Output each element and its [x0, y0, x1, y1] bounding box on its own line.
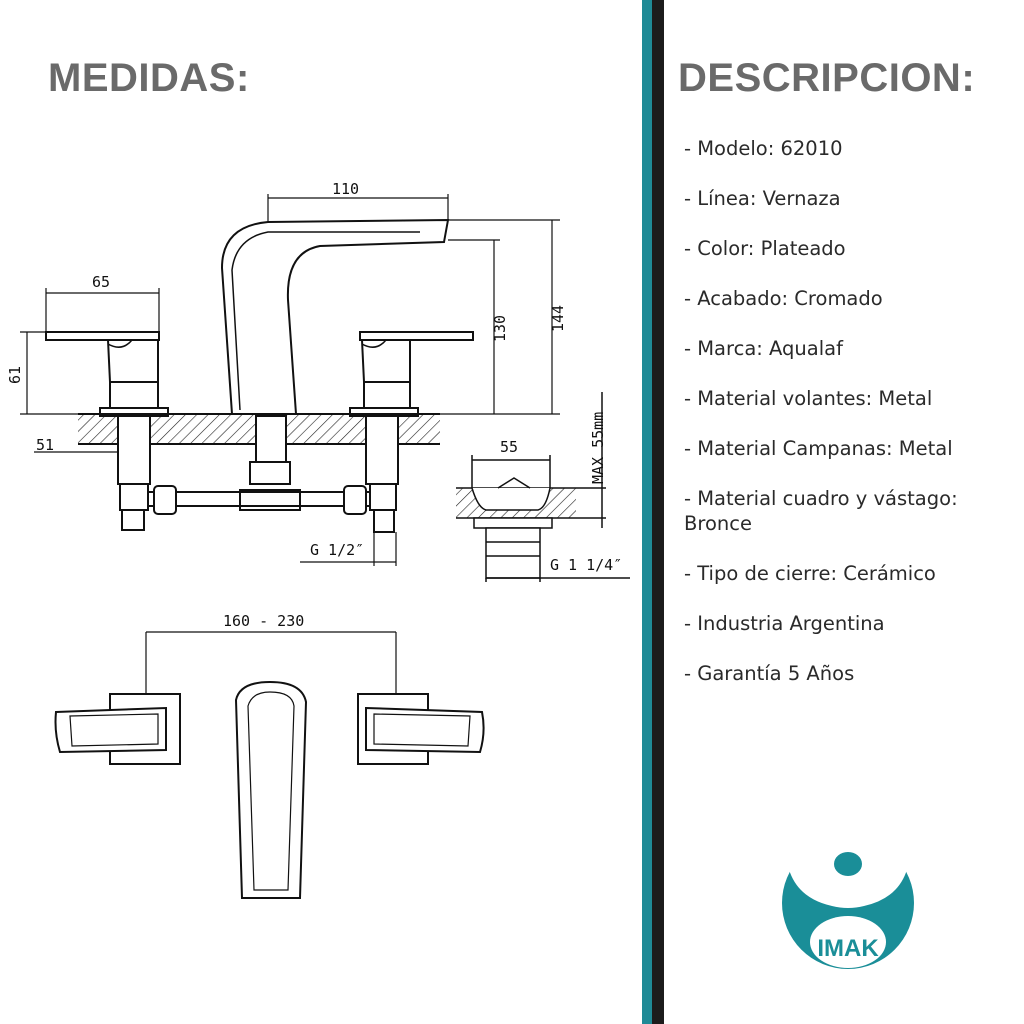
left-handle-lever [45, 331, 160, 341]
technical-drawing: 110 65 61 130 144 51 G 1/2″ 160 - 230 55… [6, 180, 630, 899]
plan-view [54, 680, 485, 899]
spec-item: - Material cuadro y vástago: Bronce [684, 487, 958, 535]
dim-max-55mm: MAX 55mm [589, 412, 607, 484]
dim-144: 144 [549, 305, 567, 332]
right-handle-lever [359, 331, 474, 341]
dim-g-1-1-4: G 1 1/4″ [550, 556, 622, 574]
spec-item: - Garantía 5 Años [684, 662, 855, 685]
imak-logo: IMAK [774, 836, 922, 969]
spout-plan [234, 680, 308, 899]
spec-item: - Marca: Aqualaf [684, 337, 843, 360]
spec-item: - Color: Plateado [684, 237, 846, 260]
deck-section [456, 392, 630, 582]
front-elevation [45, 218, 474, 533]
descripcion-heading: DESCRIPCION: [678, 56, 976, 100]
spec-item: - Acabado: Cromado [684, 287, 883, 310]
dim-51: 51 [36, 436, 54, 454]
dimension-lines [20, 194, 560, 730]
spec-item: - Material Campanas: Metal [684, 437, 953, 460]
dim-110: 110 [332, 180, 359, 198]
divider-dark [652, 0, 664, 1024]
dim-61: 61 [6, 366, 24, 384]
spout-body [220, 218, 450, 415]
medidas-heading: MEDIDAS: [48, 56, 250, 100]
spec-item: - Material volantes: Metal [684, 387, 933, 410]
spec-item: - Modelo: 62010 [684, 137, 843, 160]
spec-item: - Línea: Vernaza [684, 187, 841, 210]
divider-teal [642, 0, 652, 1024]
dimension-labels: 110 65 61 130 144 51 G 1/2″ 160 - 230 [6, 180, 567, 630]
spec-item: - Industria Argentina [684, 612, 885, 635]
dim-55: 55 [500, 438, 518, 456]
logo-text: IMAK [817, 935, 879, 962]
description-list: - Modelo: 62010 - Línea: Vernaza - Color: … [684, 136, 1004, 711]
dim-130: 130 [491, 315, 509, 342]
dim-65: 65 [92, 273, 110, 291]
dim-spread: 160 - 230 [223, 612, 304, 630]
dim-g-half: G 1/2″ [310, 541, 364, 559]
spec-item: - Tipo de cierre: Cerámico [684, 562, 936, 585]
